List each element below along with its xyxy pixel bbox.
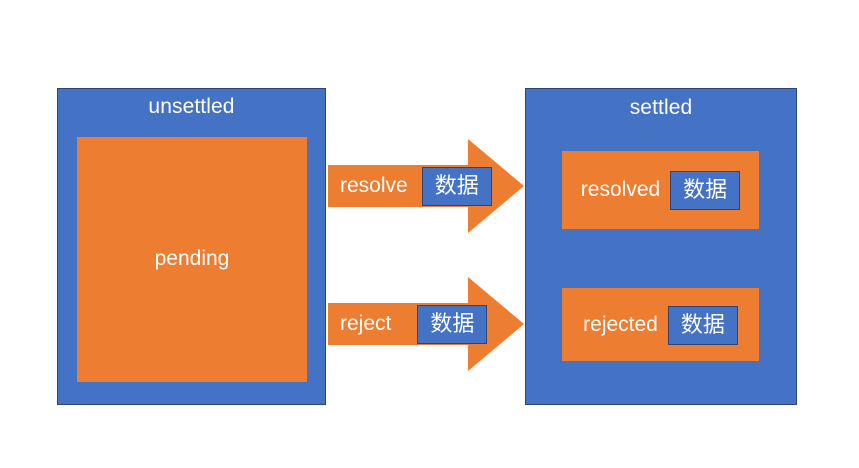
resolve-arrow-content: resolve 数据: [328, 139, 525, 233]
resolved-label: resolved: [580, 178, 661, 201]
resolve-arrow-data-badge[interactable]: 数据: [421, 166, 492, 206]
resolved-row: resolved 数据: [562, 169, 759, 211]
reject-arrow-content: reject 数据: [328, 277, 525, 371]
rejected-state-box[interactable]: rejected 数据: [562, 288, 759, 361]
rejected-data-badge[interactable]: 数据: [667, 305, 738, 345]
resolved-data-badge[interactable]: 数据: [670, 170, 741, 210]
settled-group-title: settled: [629, 96, 693, 119]
resolve-arrow-label: resolve: [340, 174, 408, 197]
unsettled-group[interactable]: unsettled pending: [57, 88, 326, 405]
resolve-arrow[interactable]: resolve 数据: [328, 139, 525, 233]
pending-state-box[interactable]: pending: [77, 137, 307, 382]
settled-group[interactable]: settled resolved 数据 rejected 数据: [525, 88, 797, 405]
rejected-row: rejected 数据: [562, 304, 759, 346]
resolved-state-box[interactable]: resolved 数据: [562, 151, 759, 229]
pending-label: pending: [154, 247, 230, 270]
reject-arrow-label: reject: [340, 312, 392, 335]
rejected-label: rejected: [583, 313, 658, 336]
reject-arrow[interactable]: reject 数据: [328, 277, 525, 371]
reject-arrow-data-badge[interactable]: 数据: [417, 304, 488, 344]
unsettled-title-overlay: unsettled: [148, 95, 235, 118]
